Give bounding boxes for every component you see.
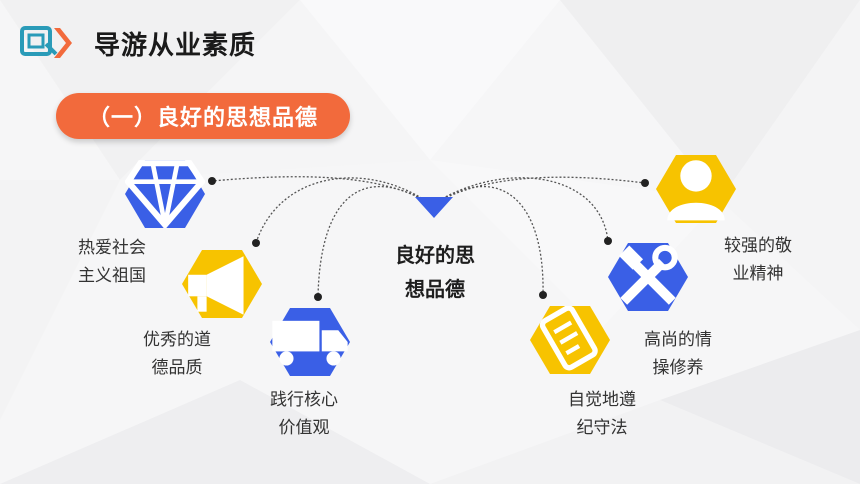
label-item-3-line2: 价值观 [278,418,330,438]
label-item-5-line1: 高尚的情 [644,330,712,350]
megaphone-icon [182,250,262,318]
section-pill: （一）良好的思想品德 [56,93,350,139]
label-item-3-line1: 践行核心 [270,390,338,410]
hex-item-3 [270,308,350,376]
label-item-6-line1: 较强的敬 [724,236,792,256]
user-icon [656,155,736,223]
label-item-2-line2: 德品质 [151,358,203,378]
logo-icon [18,18,80,68]
hex-item-6 [656,155,736,223]
document-icon [530,306,610,374]
hex-item-5 [608,243,688,311]
label-item-5-line2: 操修养 [652,358,704,378]
diamond-icon [125,160,205,228]
hex-item-4 [530,306,610,374]
label-item-1-line2: 主义祖国 [78,266,146,286]
page-title: 导游从业素质 [94,30,257,61]
center-label-line2: 想品德 [405,277,465,301]
label-item-5: 高尚的情 操修养 [628,326,728,382]
center-label-line1: 良好的思 [395,243,475,267]
label-item-1-line1: 热爱社会 [78,238,146,258]
label-item-1: 热爱社会 主义祖国 [62,234,162,290]
hex-item-1 [125,160,205,228]
label-item-4: 自觉地遵 纪守法 [552,386,652,442]
label-item-6: 较强的敬 业精神 [708,232,808,288]
center-triangle-marker [415,197,453,218]
tools-icon [608,243,688,311]
center-label: 良好的思 想品德 [380,238,490,306]
label-item-3: 践行核心 价值观 [254,386,354,442]
truck-icon [270,308,350,376]
label-item-2: 优秀的道 德品质 [127,326,227,382]
label-item-4-line1: 自觉地遵 [568,390,636,410]
label-item-4-line2: 纪守法 [576,418,628,438]
hex-item-2 [182,250,262,318]
label-item-2-line1: 优秀的道 [143,330,211,350]
header: 导游从业素质 [18,18,256,68]
label-item-6-line2: 业精神 [732,264,784,284]
